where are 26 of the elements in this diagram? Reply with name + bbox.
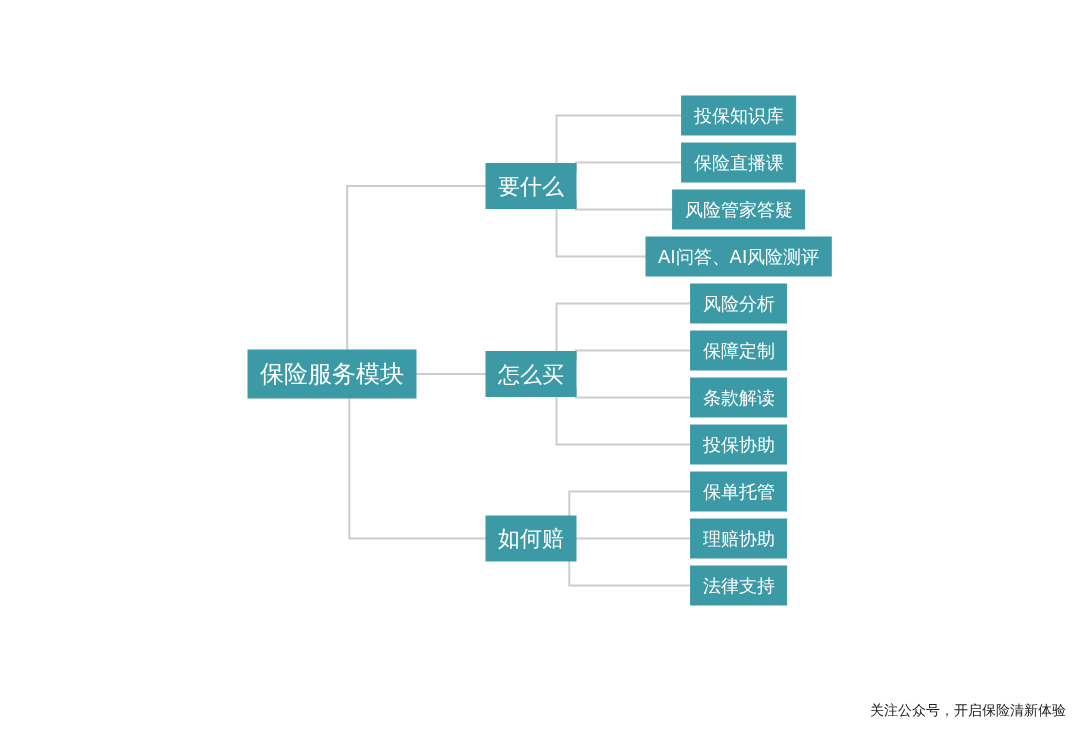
- node-box: 投保协助: [690, 424, 788, 464]
- node-box: 保险直播课: [681, 142, 797, 182]
- node-box: AI问答、AI风险测评: [645, 236, 833, 276]
- connector: [575, 537, 692, 539]
- node-box: 保单托管: [690, 471, 788, 511]
- connector: [348, 396, 488, 539]
- connector: [568, 490, 692, 517]
- connector: [568, 559, 692, 586]
- node-box: 保险服务模块: [247, 349, 417, 398]
- node-box: 条款解读: [690, 377, 788, 417]
- node-box: 要什么: [485, 162, 577, 209]
- node-box: 法律支持: [690, 565, 788, 605]
- connector: [555, 207, 648, 257]
- caption: 关注公众号，开启保险清新体验: [870, 702, 1066, 720]
- node-box: 怎么买: [485, 350, 577, 397]
- node-box: 风险分析: [690, 283, 788, 323]
- node-box: 风险管家答疑: [672, 189, 806, 229]
- node-box: 理赔协助: [690, 518, 788, 558]
- node-box: 保障定制: [690, 330, 788, 370]
- connector: [346, 184, 488, 351]
- connector: [555, 114, 683, 164]
- node-box: 如何赔: [485, 515, 577, 561]
- connector: [555, 395, 692, 445]
- connector: [555, 302, 692, 352]
- node-box: 投保知识库: [681, 95, 797, 135]
- connector: [415, 372, 488, 375]
